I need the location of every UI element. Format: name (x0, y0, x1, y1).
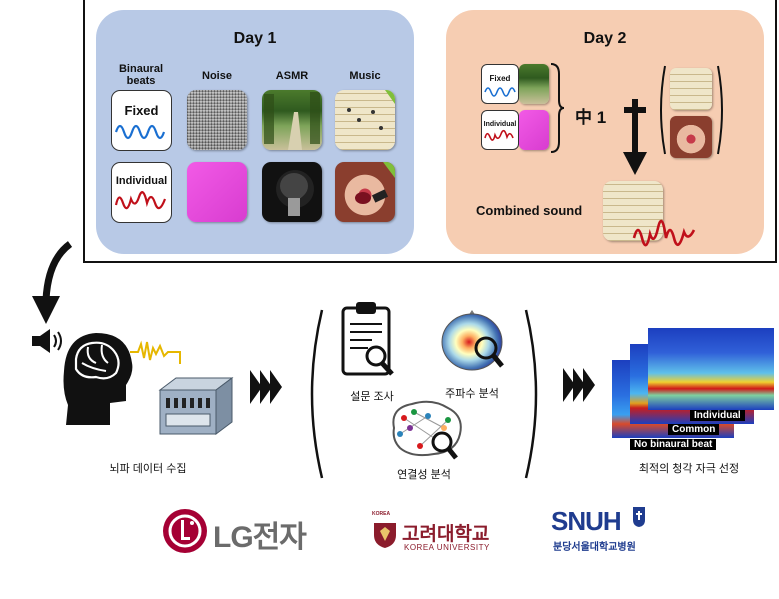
korea-univ-emblem-icon (374, 523, 396, 548)
day2-music-image (670, 68, 712, 110)
fixed-wave-tile: Fixed (111, 90, 172, 151)
fixed-wave-icon (114, 124, 166, 140)
combined-wave-icon (632, 219, 696, 247)
day2-individual-wave-icon (484, 129, 514, 141)
spectrogram-individual (648, 328, 774, 410)
snuh-emblem-icon (633, 507, 645, 527)
frequency-analysis-label: 주파수 분석 (445, 388, 499, 400)
individual-label: Individual (115, 175, 168, 187)
noise-image (187, 90, 247, 150)
left-paren-icon (660, 65, 666, 155)
snuh-name-kr: 분당서울대학교병원 (553, 542, 636, 553)
choose-one-text: 中 1 (575, 108, 607, 127)
connectivity-analysis-label: 연결성 분석 (397, 469, 451, 481)
day1-title: Day 1 (233, 30, 277, 47)
connectivity-brain-icon (392, 400, 462, 460)
head-brain-icon (63, 333, 133, 425)
header-noise: Noise (202, 70, 232, 82)
speaker-icon (32, 329, 62, 353)
fixed-label: Fixed (124, 103, 159, 118)
survey-clipboard-icon (341, 302, 394, 376)
day2-singer-image (670, 116, 712, 158)
spectro-label-individual: Individual (690, 410, 745, 421)
asmr-microphone-image (262, 162, 322, 222)
curved-arrow-icon (32, 241, 73, 324)
forest-path-icon (264, 92, 320, 150)
day2-fixed-wave-icon (484, 87, 516, 97)
spectro-label-no-binaural: No binaural beat (630, 439, 717, 450)
header-music: Music (349, 70, 381, 82)
day2-pink-image (519, 110, 549, 150)
lg-logo-icon (163, 509, 207, 553)
lg-logo-text: LG전자 (213, 521, 307, 554)
right-paren-icon (717, 65, 723, 155)
pink-noise-image (187, 162, 247, 222)
singer-mic-icon (355, 162, 395, 204)
day2-title: Day 2 (583, 30, 627, 47)
right-brace-icon (550, 63, 565, 153)
triple-arrow-icon-2 (563, 368, 595, 402)
korea-univ-name-kr: 고려대학교 (402, 524, 490, 545)
asmr-forest-image (262, 90, 322, 150)
survey-label: 설문 조사 (350, 391, 394, 403)
day2-fixed-label: Fixed (489, 74, 511, 83)
day2-individual-label: Individual (483, 121, 517, 128)
header-binaural-beats: Binaural beats (118, 63, 163, 87)
combined-sound-label: Combined sound (476, 203, 583, 218)
day2-forest-image (519, 64, 549, 104)
microphone-icon (280, 173, 308, 216)
day2-fixed-tile: Fixed (481, 64, 519, 104)
singer-image (335, 162, 395, 222)
down-arrow-icon (623, 120, 647, 175)
triple-arrow-icon-1 (250, 370, 282, 404)
eeg-device-icon (158, 377, 234, 435)
plus-icon (624, 99, 646, 121)
optimal-stimulus-label: 최적의 청각 자극 선정 (638, 463, 740, 475)
combined-sound-image (603, 181, 663, 241)
snuh-logo-text: SNUH (551, 506, 622, 536)
korea-badge-text: KOREA (372, 511, 391, 517)
spectro-label-common: Common (668, 424, 720, 435)
individual-wave-icon (114, 191, 167, 210)
individual-wave-tile: Individual (111, 162, 172, 223)
eeg-collection-label: 뇌파 데이터 수집 (109, 463, 187, 475)
analysis-right-paren-icon (524, 309, 538, 479)
eeg-signal-icon (130, 340, 181, 364)
day2-individual-tile: Individual (481, 110, 519, 150)
korea-univ-name-en: KOREA UNIVERSITY (404, 543, 490, 552)
frequency-topomap-icon (441, 310, 504, 371)
music-sheet-image (335, 90, 395, 150)
header-asmr: ASMR (275, 70, 309, 82)
analysis-left-paren-icon (310, 309, 324, 479)
music-notes-icon (347, 90, 395, 130)
